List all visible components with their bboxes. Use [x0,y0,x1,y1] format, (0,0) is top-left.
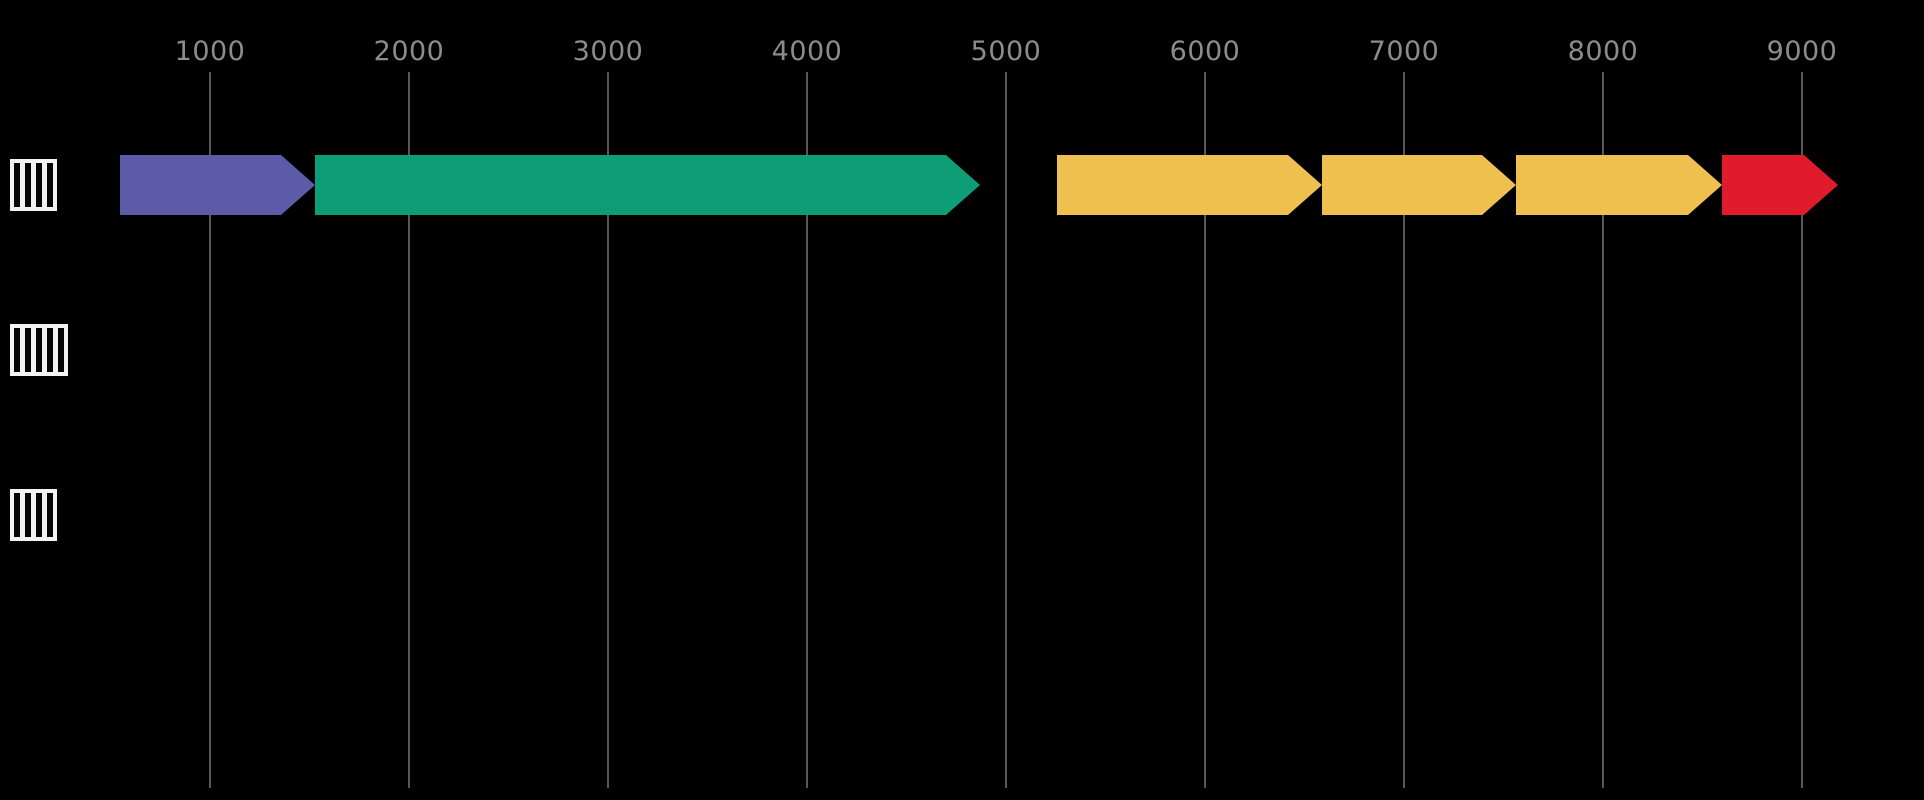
axis-tick-label: 1000 [174,36,246,67]
missing-glyph-icon [25,328,31,372]
missing-glyph-icon [14,493,20,537]
feature-arrow-shape [1516,155,1722,215]
feature-arrow[interactable] [1057,155,1322,215]
axis-gridline [1801,72,1803,788]
axis-tick-label: 5000 [970,36,1042,67]
feature-arrow-shape [1722,155,1838,215]
track-row [0,155,1924,215]
axis-tick-label: 3000 [572,36,644,67]
missing-glyph-icon [47,328,53,372]
track-label-0 [10,159,57,211]
track-row [0,485,1924,545]
feature-arrow[interactable] [1516,155,1722,215]
axis-tick-label: 9000 [1766,36,1838,67]
axis-tick-label: 4000 [771,36,843,67]
axis-gridline [806,72,808,788]
track-lane [0,155,1924,215]
feature-arrow-shape [120,155,315,215]
feature-arrow-shape [1322,155,1516,215]
axis-tick-label: 7000 [1368,36,1440,67]
feature-arrow-shape [315,155,980,215]
missing-glyph-icon [47,163,53,207]
axis-tick-label: 8000 [1567,36,1639,67]
track-label-2 [10,489,57,541]
feature-arrow[interactable] [120,155,315,215]
axis-gridline [1005,72,1007,788]
missing-glyph-icon [47,493,53,537]
missing-glyph-icon [58,328,64,372]
feature-arrow[interactable] [1722,155,1838,215]
track-row [0,320,1924,380]
missing-glyph-icon [36,493,42,537]
feature-arrow-shape [1057,155,1322,215]
axis-gridline [209,72,211,788]
axis-gridline [1403,72,1405,788]
axis-gridline [1602,72,1604,788]
axis-gridline [607,72,609,788]
missing-glyph-icon [25,163,31,207]
track-lane [0,485,1924,545]
missing-glyph-icon [14,328,20,372]
axis-tick-label: 6000 [1169,36,1241,67]
feature-arrow[interactable] [315,155,980,215]
missing-glyph-icon [36,328,42,372]
missing-glyph-icon [25,493,31,537]
track-label-1 [10,324,68,376]
feature-arrow[interactable] [1322,155,1516,215]
track-lane [0,320,1924,380]
axis-gridline [1204,72,1206,788]
axis-tick-label: 2000 [373,36,445,67]
missing-glyph-icon [36,163,42,207]
missing-glyph-icon [14,163,20,207]
axis-gridline [408,72,410,788]
